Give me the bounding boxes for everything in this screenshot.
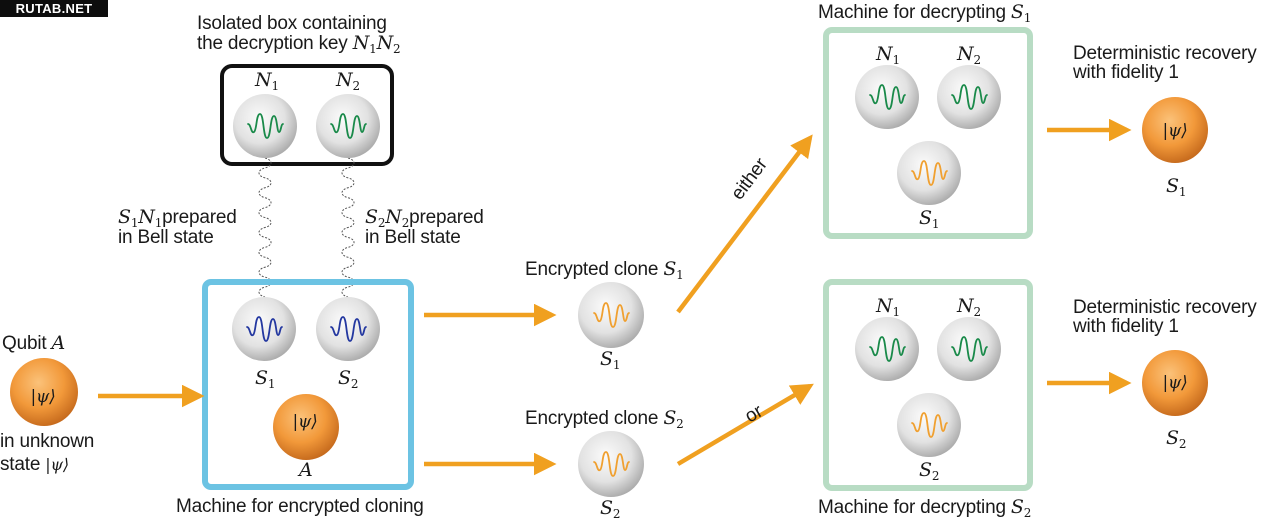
- label-s2-cloner: S2: [338, 367, 359, 391]
- sphere-recovery2: [1142, 350, 1208, 416]
- arrow-or: [676, 383, 814, 466]
- qubit-label: Qubit A: [2, 332, 66, 354]
- recovery2-line2: with fidelity 1: [1073, 316, 1179, 337]
- recovery1-sym: S1: [1166, 175, 1187, 199]
- clone2-label: Encrypted clone S2: [525, 407, 684, 431]
- recovery1-line2: with fidelity 1: [1073, 62, 1179, 83]
- recovery2-sym: S2: [1166, 427, 1187, 451]
- sphere-decrypt2-n2: [937, 317, 1001, 381]
- label-n1-key: N1: [255, 69, 279, 93]
- clone2-sym: S2: [600, 497, 621, 521]
- sphere-clone2: [578, 431, 644, 497]
- watermark: RUTAB.NET: [0, 0, 108, 17]
- bell-label-right: S2N2prepared: [365, 206, 484, 230]
- label-s1-cloner: S1: [255, 367, 276, 391]
- label-n2-key: N2: [336, 69, 360, 93]
- decrypt1-n2-label: N2: [957, 43, 981, 67]
- qubit-desc-line1: in unknown: [0, 431, 95, 452]
- qubit-desc-line2: state |ψ⟩: [0, 454, 69, 475]
- recovery2-ket: |ψ⟩: [1162, 373, 1188, 393]
- cloning-machine-box: [202, 279, 414, 490]
- bell-label-left-line2: in Bell state: [118, 227, 214, 248]
- key-box: [220, 64, 394, 166]
- sphere-recovery1: [1142, 97, 1208, 163]
- sphere-n1-key: [233, 94, 297, 158]
- bell-label-right-line2: in Bell state: [365, 227, 461, 248]
- clone1-sym: S1: [600, 348, 621, 372]
- decrypt-machine-box-2: [823, 279, 1033, 491]
- decrypt2-n2-label: N2: [957, 295, 981, 319]
- decrypt1-caption: Machine for decrypting S1: [818, 1, 1032, 25]
- decrypt1-s-label: S1: [919, 207, 940, 231]
- decrypt2-caption: Machine for decrypting S2: [818, 496, 1032, 520]
- cloning-machine-caption: Machine for encrypted cloning: [176, 496, 424, 517]
- sphere-decrypt1-n1: [855, 65, 919, 129]
- arrow-either: [676, 134, 813, 314]
- sphere-qubit-a: [10, 358, 78, 426]
- recovery1-line1: Deterministic recovery: [1073, 43, 1257, 64]
- sphere-decrypt1-n2: [937, 65, 1001, 129]
- bell-label-left: S1N1prepared: [118, 206, 237, 230]
- sphere-decrypt1-s1: [897, 141, 961, 205]
- key-box-title-math: N1N2: [352, 32, 401, 56]
- bell-link-right: [341, 157, 355, 298]
- qubit-ket: |ψ⟩: [30, 387, 56, 407]
- recovery1-ket: |ψ⟩: [1162, 121, 1188, 141]
- label-a-cloner: A: [299, 459, 313, 481]
- decrypt-machine-box-1: [823, 27, 1033, 239]
- key-box-title-line1: Isolated box containing: [197, 13, 387, 34]
- sphere-s2-cloner: [316, 297, 380, 361]
- clone1-label: Encrypted clone S1: [525, 258, 684, 282]
- bell-link-left: [258, 157, 272, 298]
- cloner-a-ket: |ψ⟩: [292, 412, 318, 432]
- decrypt1-n1-label: N1: [876, 43, 900, 67]
- sphere-decrypt2-n1: [855, 317, 919, 381]
- key-box-title-text: the decryption key: [197, 33, 348, 54]
- recovery2-line1: Deterministic recovery: [1073, 297, 1257, 318]
- decrypt2-n1-label: N1: [876, 295, 900, 319]
- sphere-clone1: [578, 282, 644, 348]
- sphere-a-cloner: [273, 394, 339, 460]
- sphere-decrypt2-s2: [897, 393, 961, 457]
- key-box-title-line2: the decryption key N1N2: [197, 32, 401, 59]
- sphere-s1-cloner: [232, 297, 296, 361]
- sphere-n2-key: [316, 94, 380, 158]
- decrypt2-s-label: S2: [919, 459, 940, 483]
